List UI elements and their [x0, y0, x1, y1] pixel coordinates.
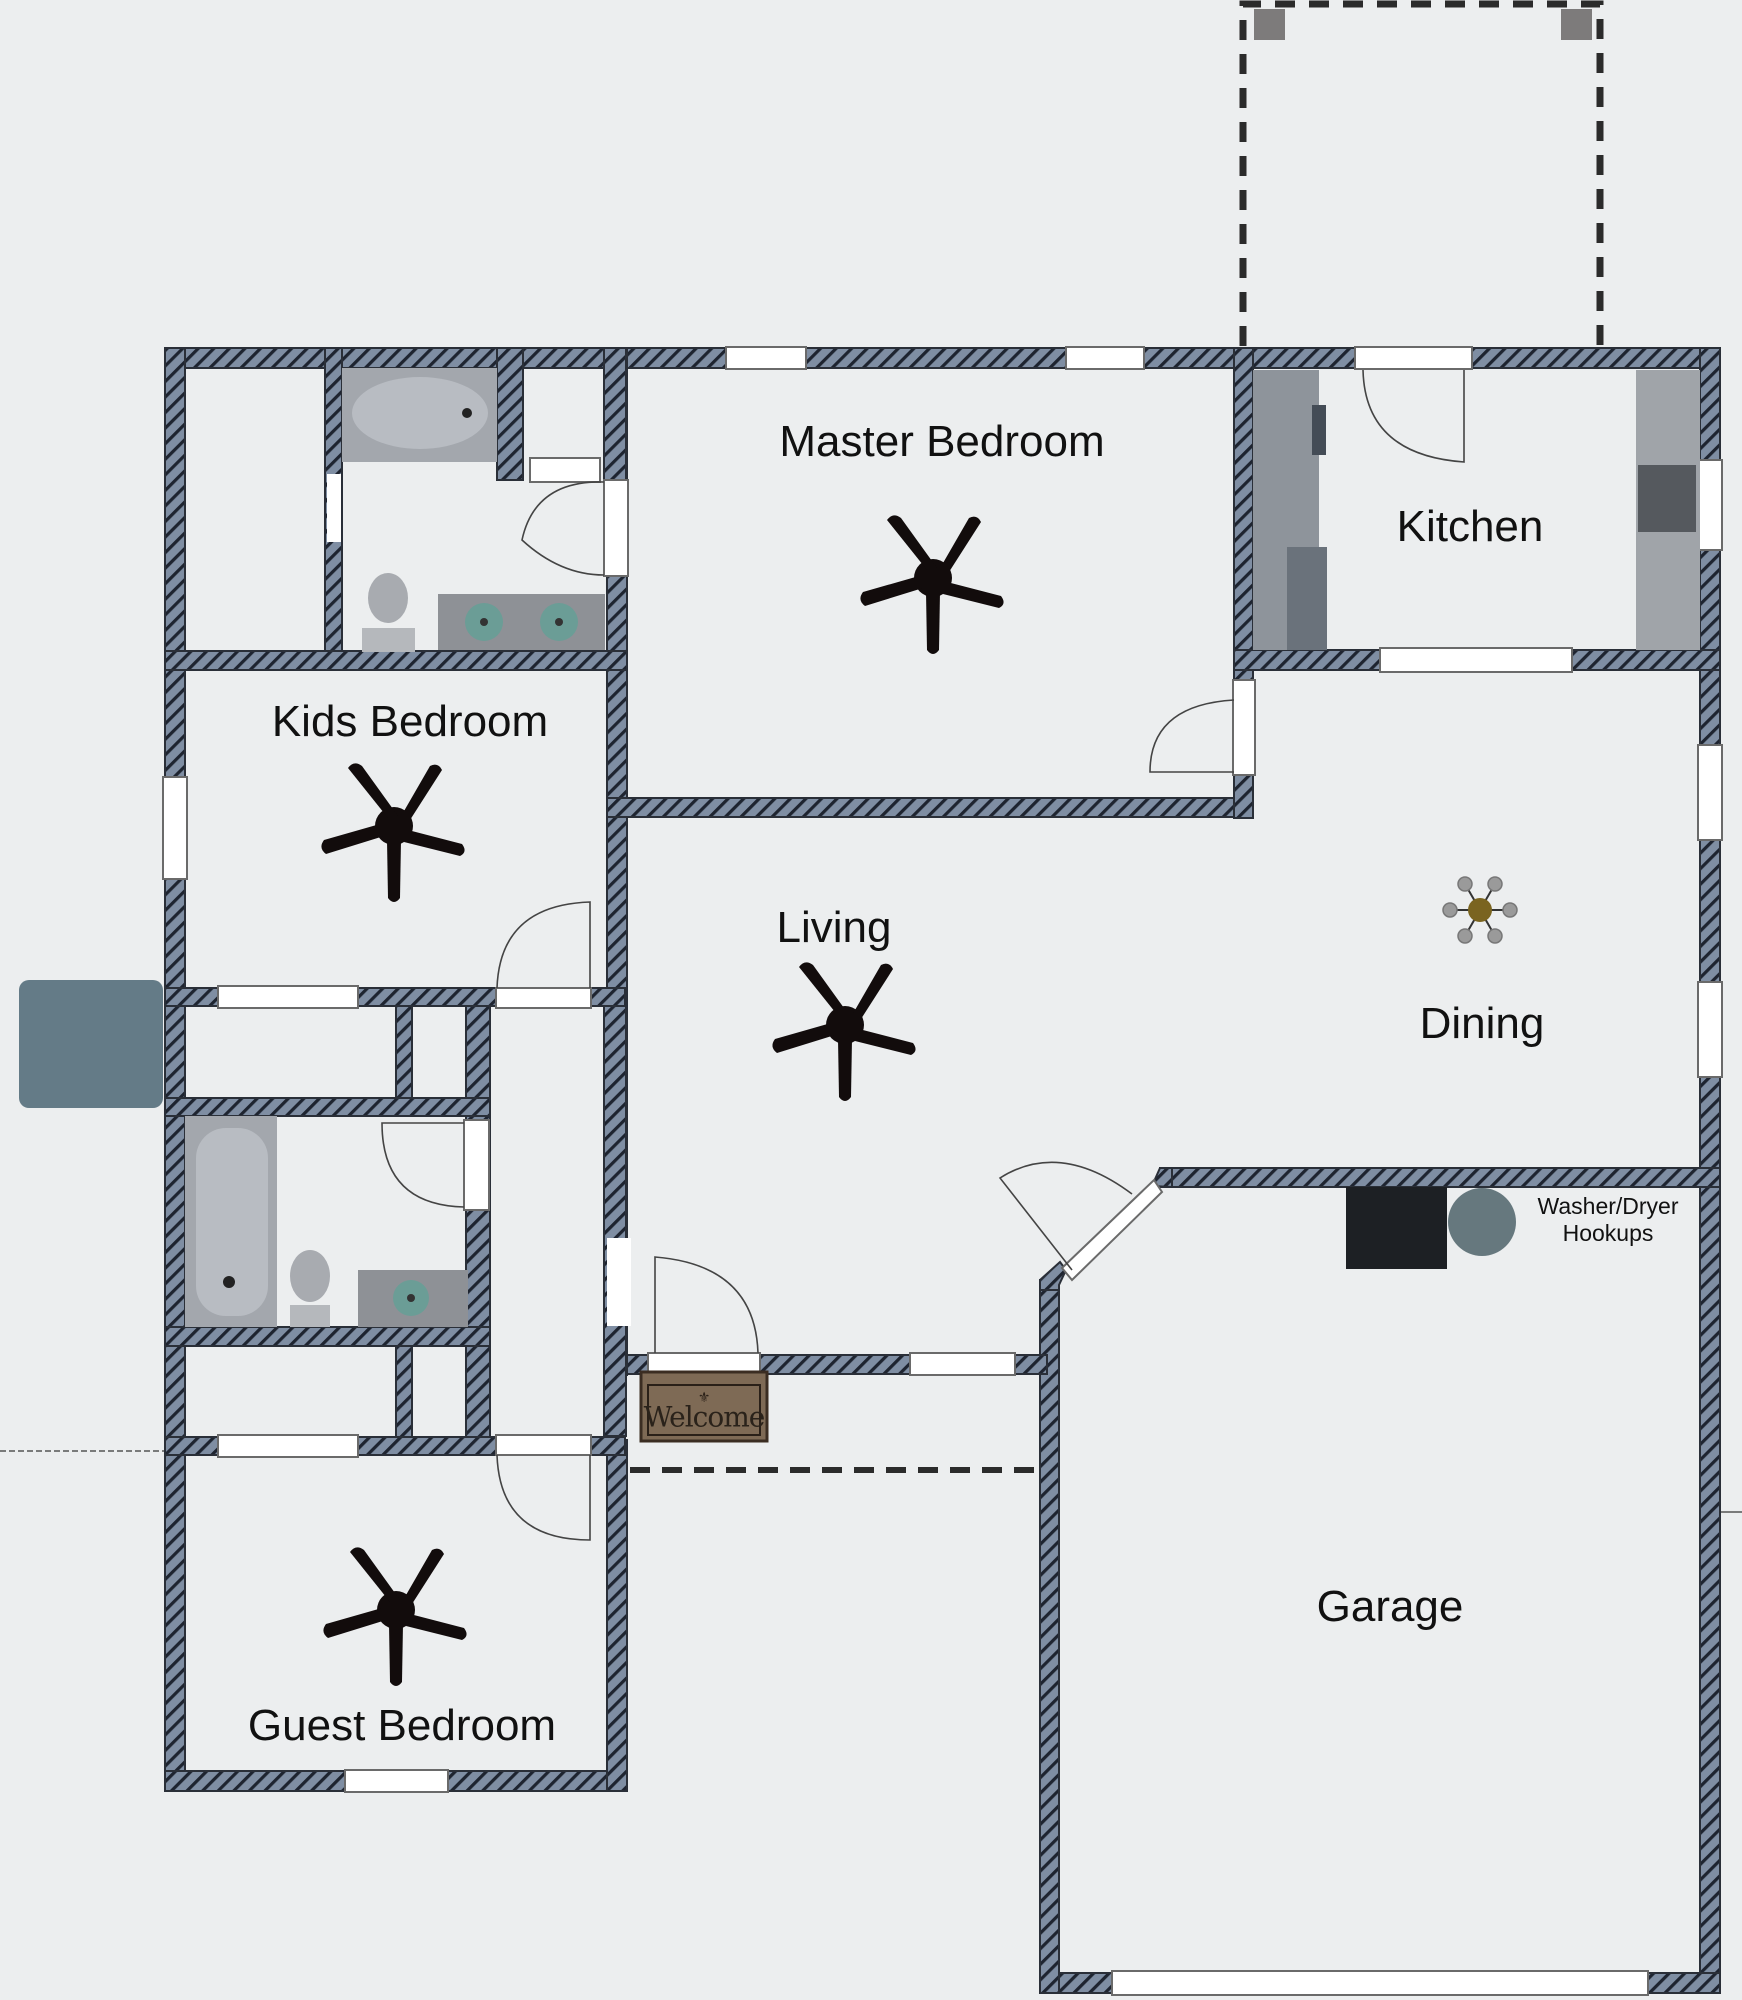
- ceiling-fan-icon: [321, 763, 465, 902]
- door-swings: [381, 369, 1465, 1541]
- dishwasher: [1287, 547, 1327, 650]
- sink: [1638, 465, 1696, 532]
- kitchen-fixtures: [1253, 370, 1700, 650]
- toilet: [368, 573, 408, 623]
- room-label-master-bedroom: Master Bedroom: [779, 417, 1105, 466]
- toilet: [290, 1250, 330, 1302]
- room-label-dining: Dining: [1419, 999, 1545, 1048]
- room-label-guest-bedroom: Guest Bedroom: [247, 1701, 557, 1750]
- washer-dryer-label: Washer/Dryer Hookups: [1537, 1193, 1679, 1246]
- room-label-garage: Garage: [1316, 1582, 1464, 1631]
- ceiling-fan-icon: [860, 515, 1004, 654]
- ceiling-fan-icon: [772, 962, 916, 1101]
- welcome-mat: ⚜: [639, 1370, 769, 1443]
- master-bath-fixtures: [342, 368, 605, 652]
- windows: [162, 346, 1723, 1996]
- room-label-living: Living: [776, 903, 892, 952]
- chandelier-icon: [1442, 876, 1518, 944]
- ac-unit: [19, 980, 163, 1108]
- porch-outline: [1239, 0, 1604, 346]
- range: [1312, 405, 1326, 455]
- double-vanity: [438, 594, 605, 650]
- ceiling-fan-icon: [323, 1547, 467, 1686]
- room-label-kids-bedroom: Kids Bedroom: [271, 697, 549, 746]
- room-label-kitchen: Kitchen: [1396, 502, 1544, 551]
- welcome-mat-text: Welcome: [643, 1400, 766, 1434]
- washer: [1346, 1187, 1447, 1269]
- svg-text:⚜: ⚜: [698, 1390, 711, 1406]
- kids-bath-fixtures: [185, 1116, 468, 1327]
- dryer: [1448, 1188, 1516, 1256]
